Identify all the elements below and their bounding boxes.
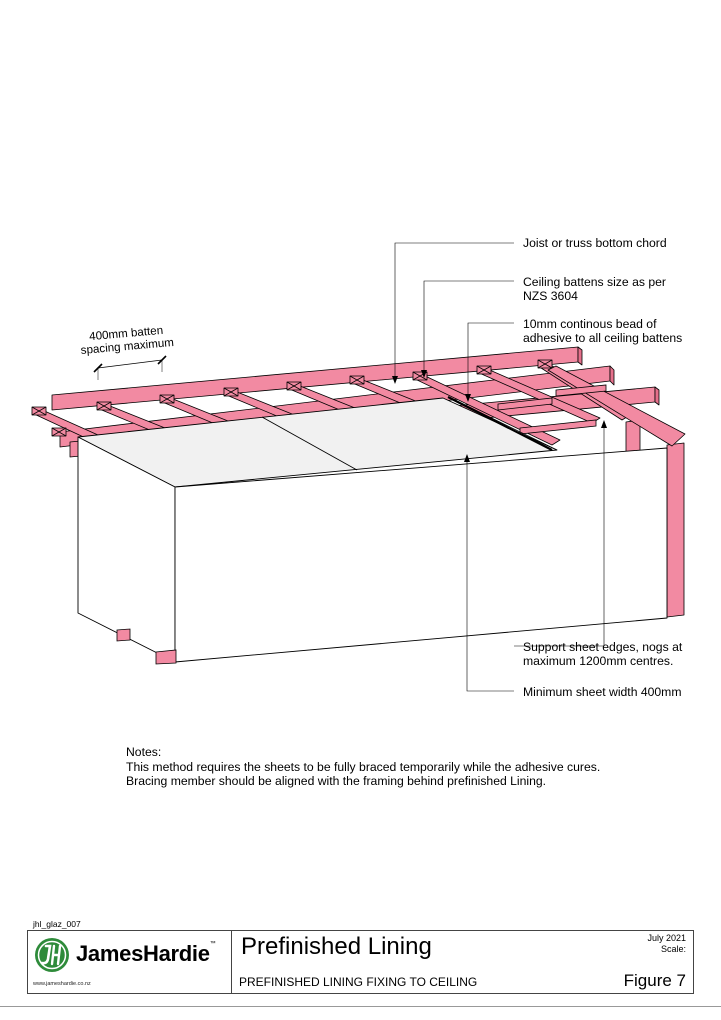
- logo-cell: JamesHardie™ www.jameshardie.co.nz: [28, 931, 232, 993]
- notes-line2: Bracing member should be aligned with th…: [126, 774, 547, 788]
- joist-back-end: [577, 346, 583, 366]
- nogs: [497, 384, 607, 435]
- leader-nogs: [514, 426, 605, 647]
- callout-nogs-line2: maximum 1200mm centres.: [523, 654, 674, 668]
- batten-end-marks: [31, 359, 553, 437]
- leader-joist: [394, 242, 514, 378]
- callout-battens-line2: NZS 3604: [523, 289, 578, 303]
- leader-lines: [394, 242, 605, 692]
- brand-name: JamesHardie™: [76, 941, 216, 966]
- bottom-timber-ends: [116, 628, 177, 665]
- page-bottom-rule: [0, 1006, 721, 1007]
- sheet-joint-1: [261, 416, 358, 471]
- leader-battens: [423, 280, 514, 372]
- drawing-title: Prefinished Lining: [241, 933, 432, 960]
- callout-min-width: Minimum sheet width 400mm: [523, 685, 682, 699]
- leader-adhesive: [467, 322, 514, 396]
- notes: Notes: This method requires the sheets t…: [126, 745, 600, 789]
- drawing-subtitle: PREFINISHED LINING FIXING TO CEILING: [239, 975, 478, 989]
- sheet-edge-bead: [447, 396, 553, 451]
- title-block: JamesHardie™ www.jameshardie.co.nz Prefi…: [27, 930, 694, 994]
- jh-logo-icon: [35, 938, 69, 972]
- date-scale: July 2021 Scale:: [647, 933, 686, 955]
- callout-nogs-line1: Support sheet edges, nogs at: [523, 640, 683, 654]
- website-url: www.jameshardie.co.nz: [33, 981, 91, 987]
- lining-sheet-box: [77, 396, 668, 663]
- right-post-2: [666, 442, 685, 618]
- drawing-id: jhl_glaz_007: [33, 919, 81, 929]
- drawing-date: July 2021: [647, 933, 686, 943]
- sheet-front-face: [174, 447, 668, 663]
- scale-label: Scale:: [660, 944, 686, 954]
- leader-arrowheads: [392, 370, 607, 462]
- notes-line1: This method requires the sheets to be fu…: [126, 759, 601, 774]
- joist-front-end: [654, 386, 660, 406]
- figure-number: Figure 7: [623, 971, 686, 990]
- callout-joist: Joist or truss bottom chord: [523, 236, 667, 250]
- callout-adhesive-line1: 10mm continous bead of: [523, 317, 657, 331]
- callout-battens-line1: Ceiling battens size as per: [523, 275, 666, 289]
- batten-spacing-dimension: [93, 355, 167, 380]
- joist-mid-end: [609, 365, 615, 386]
- leader-minwidth: [466, 460, 514, 692]
- callout-adhesive-line2: adhesive to all ceiling battens: [523, 331, 683, 345]
- notes-heading: Notes:: [126, 745, 162, 759]
